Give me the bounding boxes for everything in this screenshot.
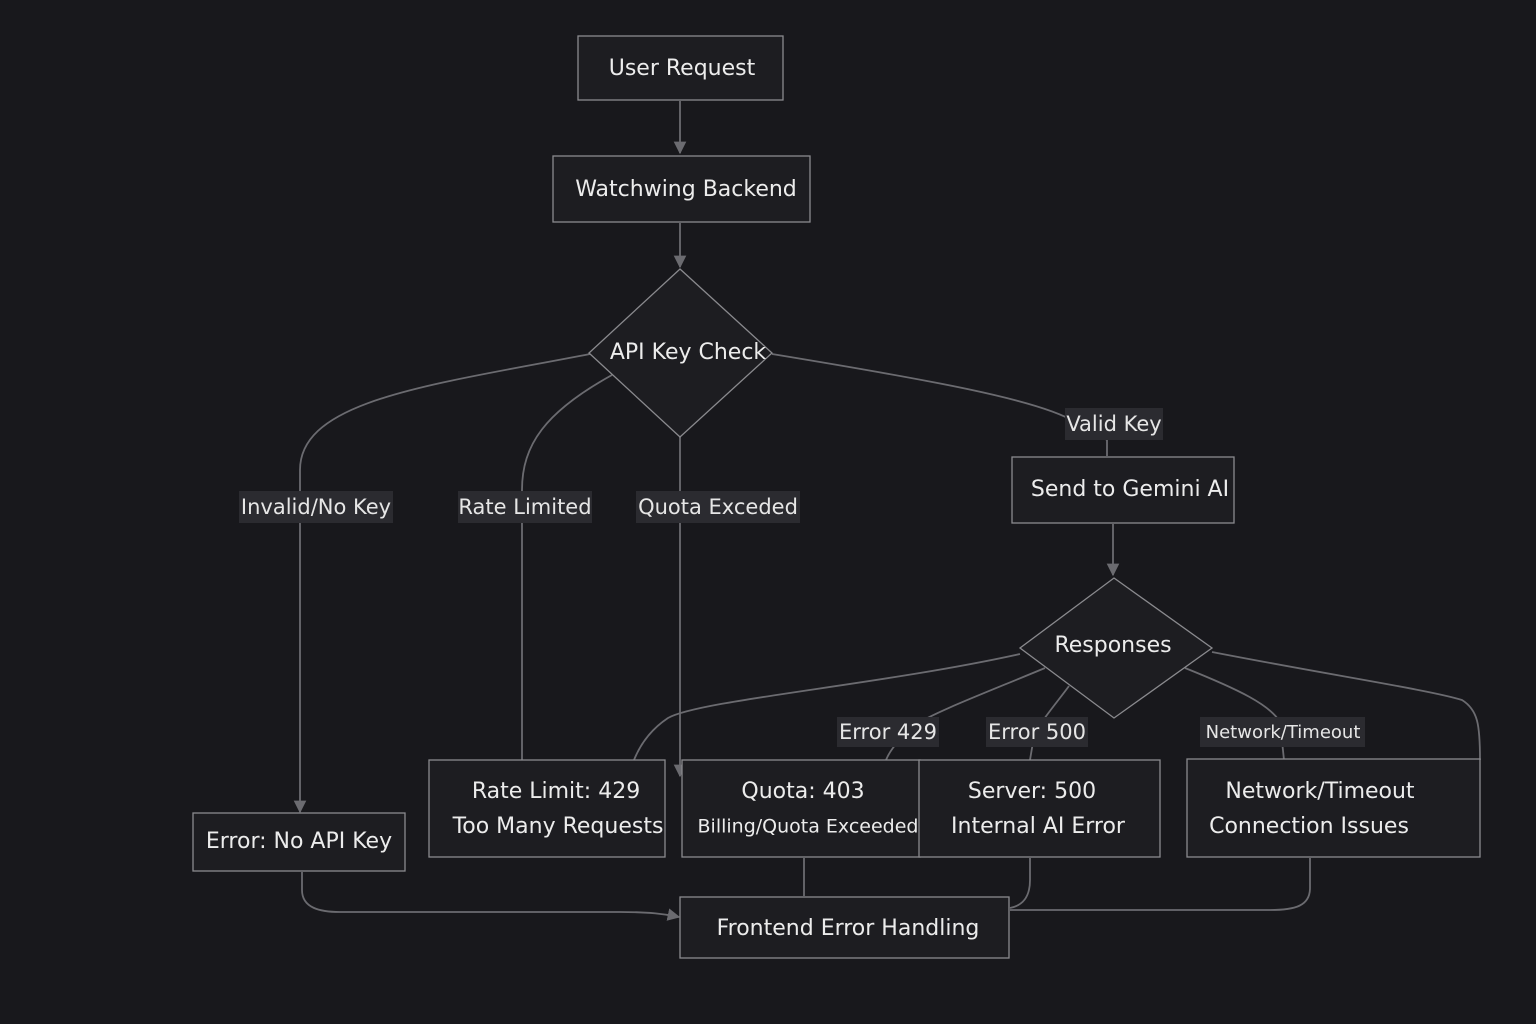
label-invalid-no-key-text: Invalid/No Key [241,495,391,519]
edge-responses-to-rate-limit [633,653,1021,761]
node-error-no-key-label: Error: No API Key [206,829,392,854]
node-user-request-label: User Request [609,56,756,81]
node-frontend[interactable]: Frontend Error Handling [679,896,1010,959]
label-error-429-text: Error 429 [839,720,937,744]
label-rate-limited-text: Rate Limited [458,495,591,519]
node-network-line1: Network/Timeout [1225,779,1415,804]
node-send-gemini[interactable]: Send to Gemini AI [1011,456,1235,524]
node-network-line2: Connection Issues [1209,814,1409,839]
edge-check-to-gemini [771,353,1108,456]
edge-error-no-key-to-frontend [301,872,681,921]
label-error-429: Error 429 [837,717,939,747]
node-server-line2: Internal AI Error [951,814,1126,839]
label-quota-exceeded: Quota Exceded [636,491,800,523]
node-user-request[interactable]: User Request [577,35,784,101]
node-network[interactable]: Network/Timeout Connection Issues [1186,758,1481,858]
node-backend[interactable]: Watchwing Backend [552,155,811,223]
node-frontend-label: Frontend Error Handling [717,916,980,941]
edge-responses-to-network-right [1211,651,1481,761]
edge-labels: Invalid/No Key Rate Limited Quota Excede… [239,408,1365,747]
node-error-no-key[interactable]: Error: No API Key [192,812,406,872]
edge-check-to-rate-limit [521,374,613,760]
node-send-gemini-label: Send to Gemini AI [1031,477,1229,502]
node-api-key-check[interactable]: API Key Check [588,268,773,438]
label-error-500-text: Error 500 [988,720,1086,744]
node-quota-line1: Quota: 403 [741,779,864,804]
label-quota-exceeded-text: Quota Exceded [638,495,798,519]
label-network-timeout-text: Network/Timeout [1206,722,1361,743]
node-rate-limit-line1: Rate Limit: 429 [472,779,640,804]
node-quota-line2: Billing/Quota Exceeded [698,816,919,838]
label-rate-limited: Rate Limited [458,491,592,523]
node-responses[interactable]: Responses [1018,577,1214,719]
node-responses-label: Responses [1054,633,1171,658]
edge-server-to-frontend [1009,858,1031,909]
nodes: User Request Watchwing Backend API Key C… [192,35,1481,959]
edge-network-to-frontend [1010,858,1311,911]
node-rate-limit[interactable]: Rate Limit: 429 Too Many Requests [428,759,666,858]
node-rate-limit-line2: Too Many Requests [452,814,664,839]
label-error-500: Error 500 [986,717,1088,747]
edges [293,101,1481,921]
node-api-key-check-label: API Key Check [610,340,767,365]
node-backend-label: Watchwing Backend [575,177,797,202]
label-valid-key: Valid Key [1065,408,1163,440]
node-server[interactable]: Server: 500 Internal AI Error [918,759,1161,858]
edge-check-to-error-no-key [293,353,591,814]
node-quota[interactable]: Quota: 403 Billing/Quota Exceeded [681,759,921,858]
node-server-line1: Server: 500 [968,779,1096,804]
label-invalid-no-key: Invalid/No Key [239,491,393,523]
label-valid-key-text: Valid Key [1066,412,1161,436]
label-network-timeout: Network/Timeout [1200,717,1365,747]
